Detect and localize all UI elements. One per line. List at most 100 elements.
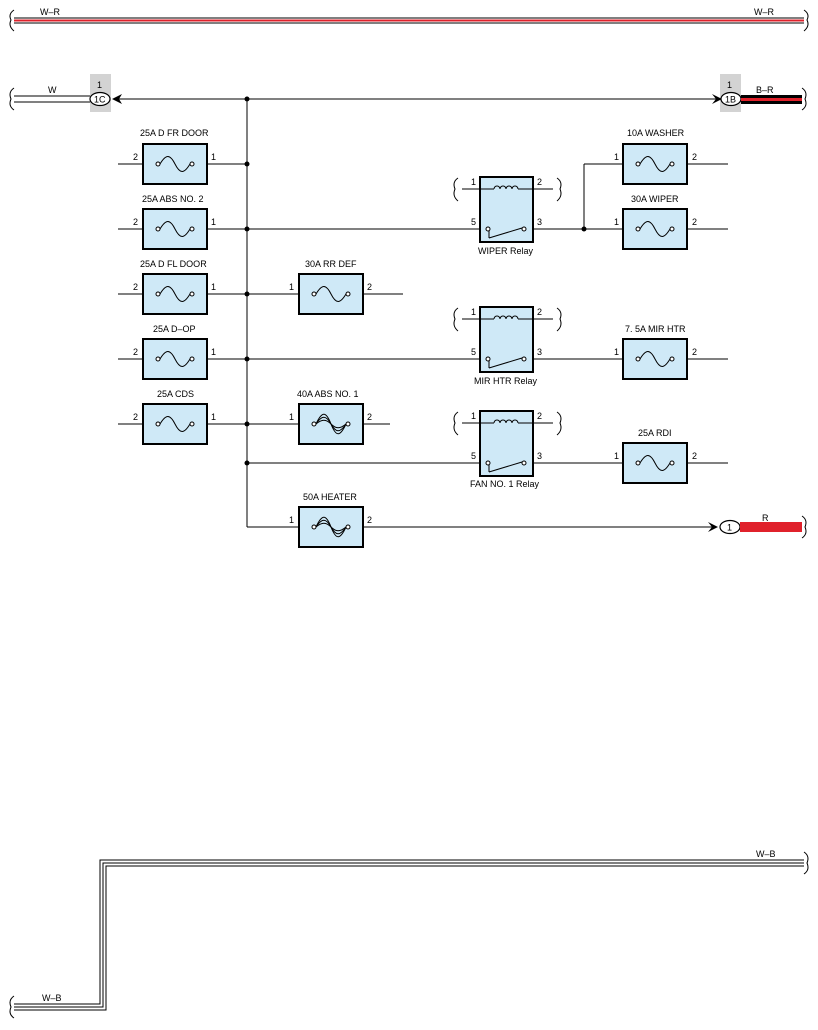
fuse-symbol-icon <box>635 351 675 367</box>
fuse-label: 25A D–OP <box>153 324 196 334</box>
fuse-label: 25A RDI <box>638 428 672 438</box>
fuse-pin-left: 1 <box>614 217 619 227</box>
fuse-pin-left: 2 <box>133 412 138 422</box>
relay-pin-5: 5 <box>471 451 476 461</box>
relay-coil-icon <box>480 315 533 320</box>
wire-label-left-input: W <box>48 85 57 95</box>
wire-label-right-output-bottom: R <box>762 513 769 523</box>
relay-pin-3: 3 <box>537 347 542 357</box>
fuse-pin-right: 2 <box>367 412 372 422</box>
connector-1c-code: 1C <box>94 95 106 105</box>
relay-pin-2: 2 <box>537 411 542 421</box>
fuse-10a-washer: 10A WASHER 1 2 <box>614 128 728 185</box>
fuse-7-5a-mir-htr: 7. 5A MIR HTR 1 2 <box>614 324 728 380</box>
relay-switch-icon <box>485 356 527 369</box>
fuse-pin-left: 2 <box>133 282 138 292</box>
relay-coil-icon <box>480 185 533 190</box>
fuse-symbol-icon <box>155 221 195 237</box>
fuse-pin-right: 2 <box>367 515 372 525</box>
relay-pin-1: 1 <box>471 411 476 421</box>
wire-label-top-right: W–R <box>754 7 775 17</box>
wire-label-bottom-right: W–B <box>756 849 776 859</box>
fuse-symbol-icon <box>311 286 351 302</box>
fuse-label: 25A ABS NO. 2 <box>142 194 204 204</box>
fuse-pin-left: 1 <box>289 412 294 422</box>
relay-label: WIPER Relay <box>478 246 534 256</box>
fuse-pin-left: 1 <box>614 152 619 162</box>
fuse-pin-right: 2 <box>692 451 697 461</box>
main-power-line <box>118 98 720 527</box>
fuse-label: 30A RR DEF <box>305 259 357 269</box>
relay-pin-1: 1 <box>471 177 476 187</box>
relay-label: FAN NO. 1 Relay <box>470 479 540 489</box>
relay-wiper: 1 2 5 3 WIPER Relay <box>453 176 562 256</box>
fusible-link-symbol-icon <box>311 516 351 538</box>
relay-pin-3: 3 <box>537 217 542 227</box>
fuse-pin-right: 2 <box>692 347 697 357</box>
fuse-pin-left: 1 <box>614 347 619 357</box>
fuse-30a-wiper: 30A WIPER 1 2 <box>614 194 728 250</box>
fuse-pin-left: 1 <box>289 515 294 525</box>
connector-1b-code: 1B <box>725 95 736 105</box>
fuse-pin-right: 2 <box>692 152 697 162</box>
fuse-label: 40A ABS NO. 1 <box>297 389 359 399</box>
relay-pin-5: 5 <box>471 217 476 227</box>
fuse-label: 7. 5A MIR HTR <box>625 324 686 334</box>
relay-pin-1: 1 <box>471 307 476 317</box>
fuse-symbol-icon <box>635 156 675 172</box>
fuse-pin-right: 1 <box>211 347 216 357</box>
fuse-pin-right: 2 <box>367 282 372 292</box>
fuse-symbol-icon <box>155 416 195 432</box>
relay-mir-htr: 1 2 5 3 MIR HTR Relay <box>453 306 562 386</box>
relay-coil-icon <box>480 419 533 424</box>
fuse-label: 25A D FL DOOR <box>140 259 207 269</box>
fuse-pin-left: 2 <box>133 217 138 227</box>
fuse-pin-right: 1 <box>211 152 216 162</box>
fuse-25a-rdi: 25A RDI 1 2 <box>614 428 728 484</box>
relay-switch-icon <box>485 460 527 473</box>
right-output-br-wire: B–R <box>741 85 807 111</box>
fuse-pin-left: 1 <box>289 282 294 292</box>
relay-pin-2: 2 <box>537 177 542 187</box>
relay-fan-no-1: 1 2 5 3 FAN NO. 1 Relay <box>453 410 562 489</box>
fuse-40a-abs-no-1: 40A ABS NO. 1 1 2 <box>289 389 390 445</box>
wire-label-top-left: W–R <box>40 7 61 17</box>
output-connector: 1 R <box>708 513 807 539</box>
fuse-pin-right: 1 <box>211 412 216 422</box>
output-connector-pin: 1 <box>727 523 732 533</box>
top-wr-bus: W–R W–R <box>9 7 809 32</box>
wire-label-bottom-left: W–B <box>42 993 62 1003</box>
fuse-25a-cds: 25A CDS 2 1 <box>118 389 299 445</box>
fuse-symbol-icon <box>155 351 195 367</box>
left-input-wire: W <box>9 85 90 111</box>
relay-label: MIR HTR Relay <box>474 376 538 386</box>
fuse-25a-abs-no-2: 25A ABS NO. 2 2 1 <box>118 194 216 250</box>
connector-1c: 1 1C <box>89 74 122 112</box>
fuse-25a-d-fl-door: 25A D FL DOOR 2 1 <box>118 259 299 315</box>
relay-pin-2: 2 <box>537 307 542 317</box>
fuse-50a-heater: 50A HEATER 1 2 <box>247 492 712 548</box>
relay-pin-3: 3 <box>537 451 542 461</box>
fuse-pin-right: 1 <box>211 217 216 227</box>
fuse-label: 25A D FR DOOR <box>140 128 209 138</box>
fuse-pin-left: 1 <box>614 451 619 461</box>
connector-1c-pin: 1 <box>97 80 102 90</box>
relay-pin-5: 5 <box>471 347 476 357</box>
fusible-link-symbol-icon <box>311 413 351 435</box>
fuse-label: 50A HEATER <box>303 492 357 502</box>
fuse-pin-right: 2 <box>692 217 697 227</box>
fuse-pin-left: 2 <box>133 347 138 357</box>
fuse-symbol-icon <box>155 156 195 172</box>
fuse-label: 10A WASHER <box>627 128 685 138</box>
fuse-pin-left: 2 <box>133 152 138 162</box>
fuse-symbol-icon <box>155 286 195 302</box>
fuse-symbol-icon <box>635 455 675 471</box>
fuse-label: 30A WIPER <box>631 194 679 204</box>
fuse-label: 25A CDS <box>157 389 194 399</box>
connector-1b: 1 1B <box>712 74 742 112</box>
fuse-pin-right: 1 <box>211 282 216 292</box>
connector-1b-pin: 1 <box>727 80 732 90</box>
wire-label-right-output-top: B–R <box>756 85 774 95</box>
fuse-25a-d-fr-door: 25A D FR DOOR 2 1 <box>118 128 247 185</box>
